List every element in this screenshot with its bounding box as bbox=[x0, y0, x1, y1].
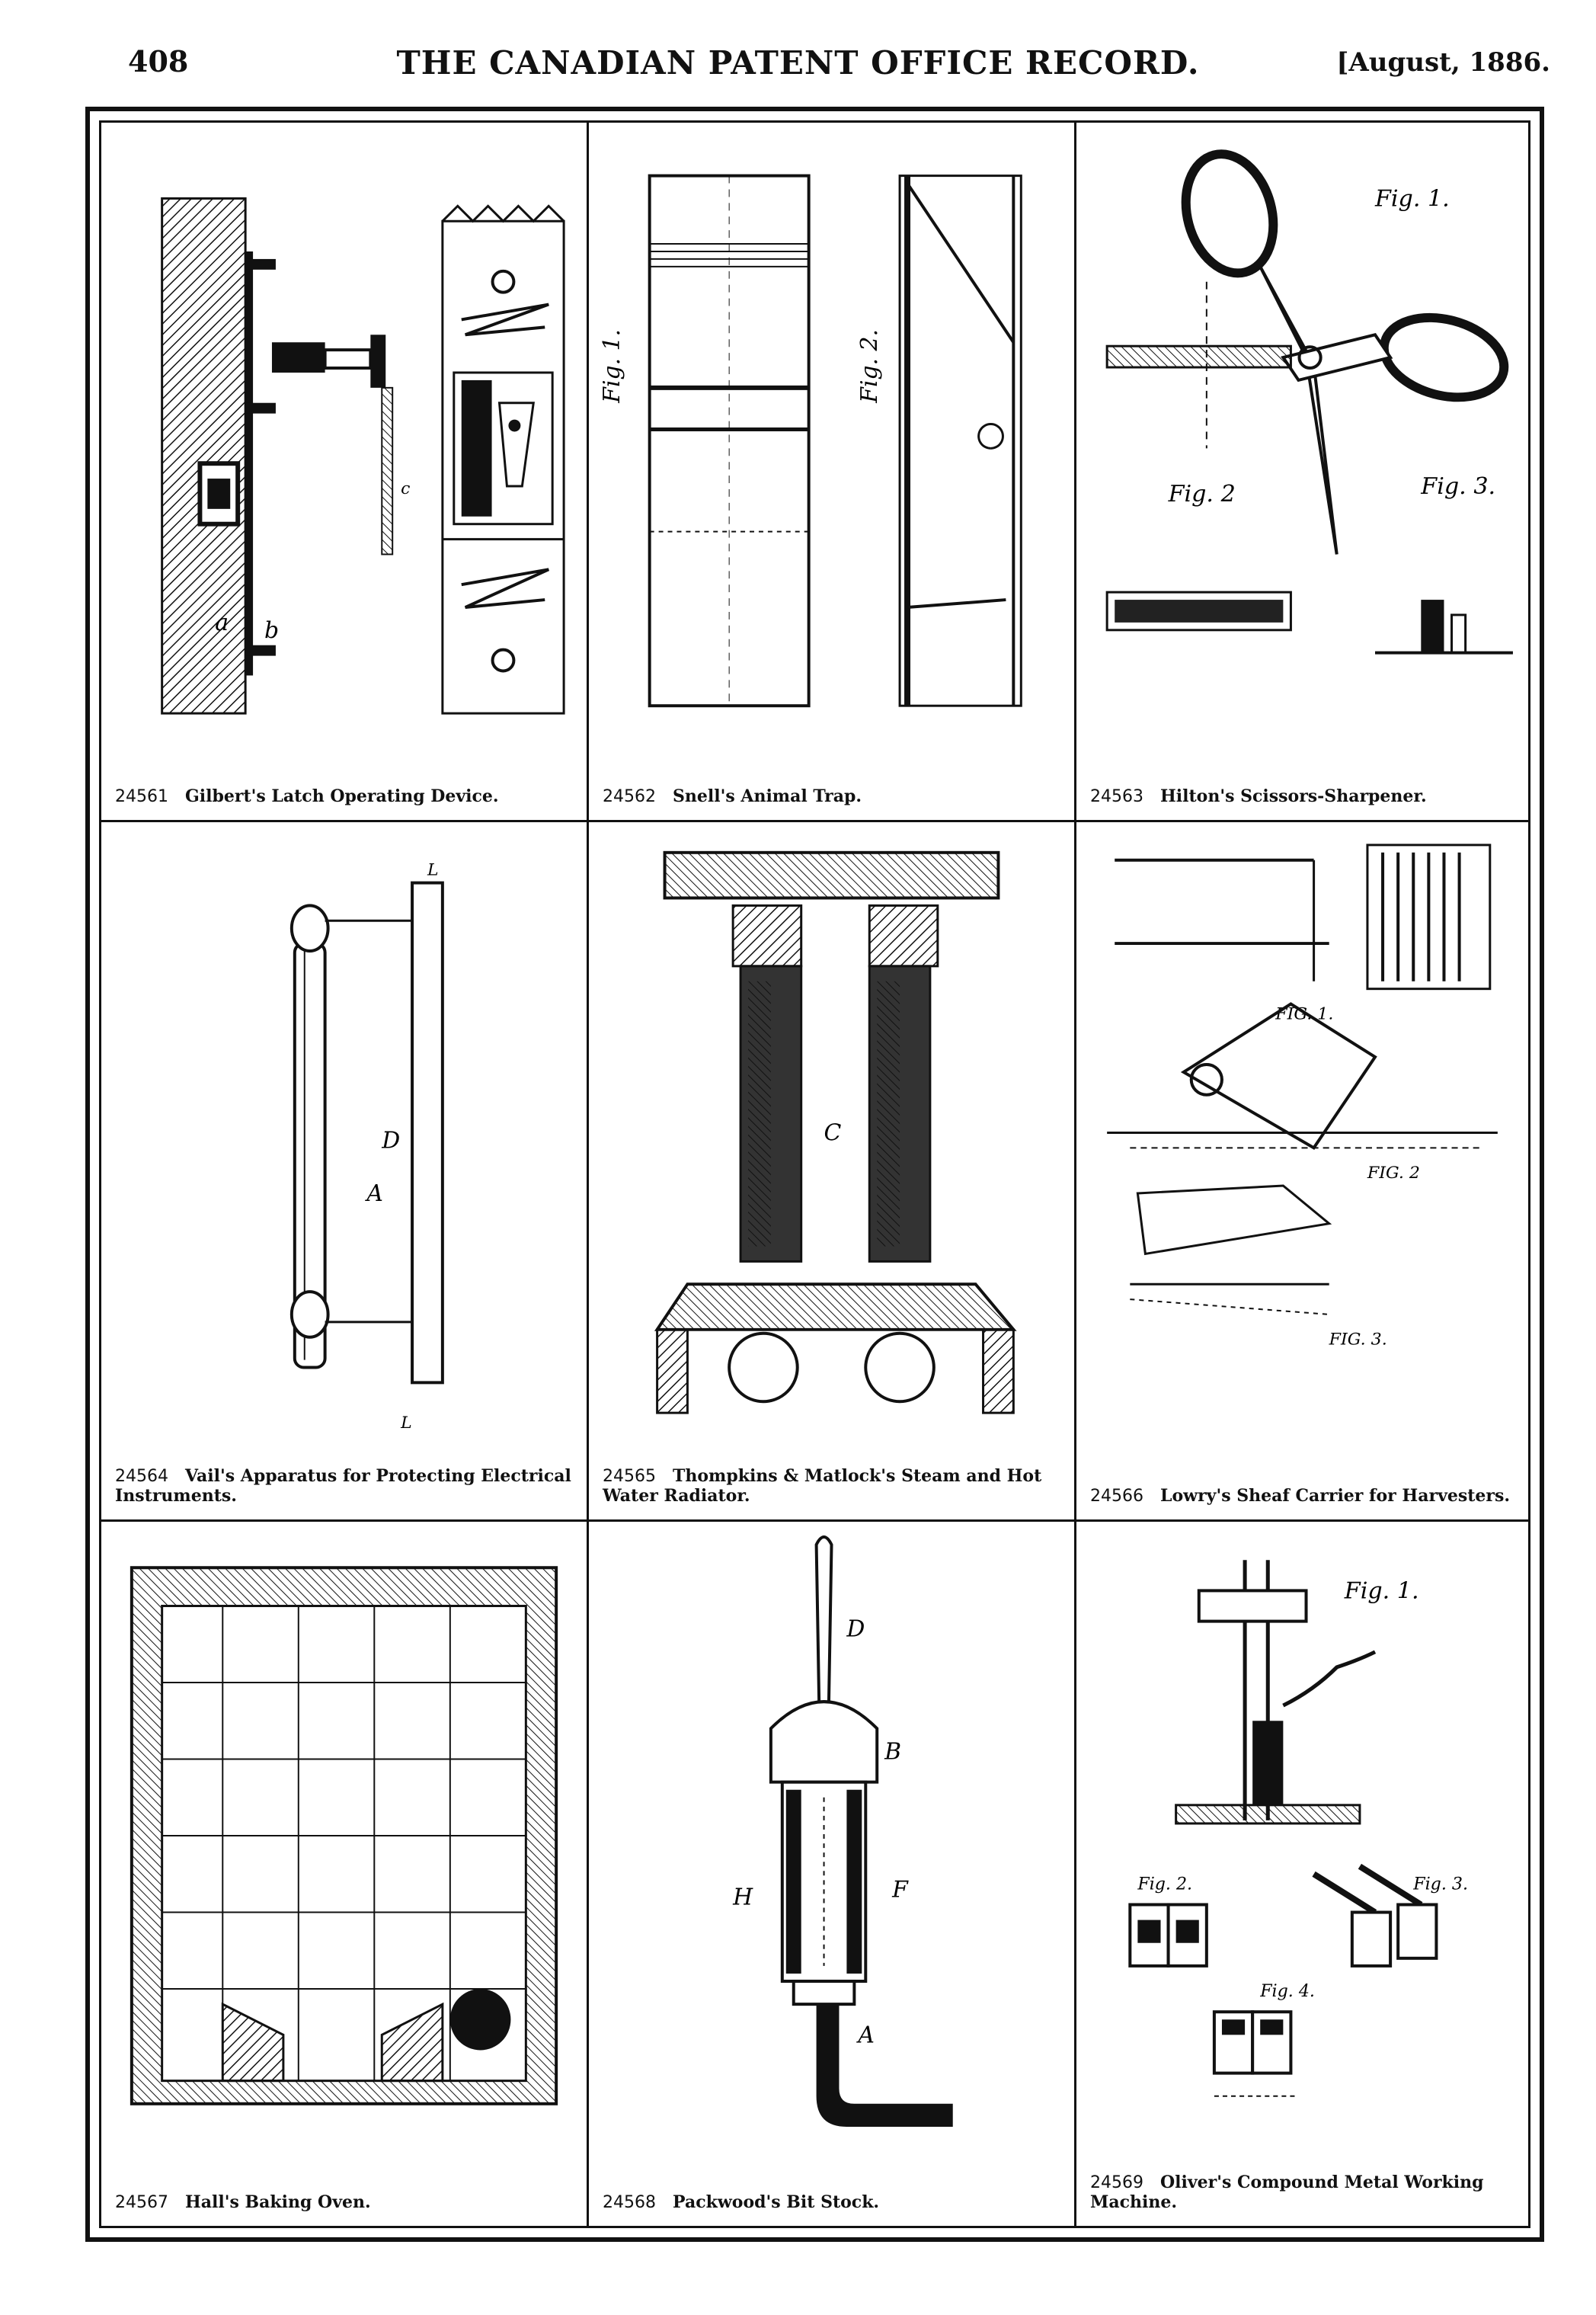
vail-drawing: D A L L bbox=[109, 830, 579, 1433]
trap-drawing: Fig. 1. Fig. 2. bbox=[597, 130, 1067, 728]
patent-cell-24568: D B F H A 24568 Packwood's Bit Stock. bbox=[589, 1522, 1076, 2226]
page-header: 408 THE CANADIAN PATENT OFFICE RECORD. [… bbox=[0, 0, 1596, 107]
oliver-fig4-label: Fig. 4. bbox=[1259, 1981, 1315, 2001]
oliver-fig1-label: Fig. 1. bbox=[1344, 1577, 1419, 1604]
svg-text:B: B bbox=[884, 1738, 901, 1765]
trap-fig2-label: Fig. 2. bbox=[856, 329, 883, 404]
page-title: THE CANADIAN PATENT OFFICE RECORD. bbox=[396, 44, 1200, 82]
trap-fig1-label: Fig. 1. bbox=[599, 329, 625, 404]
svg-text:D: D bbox=[381, 1127, 400, 1154]
svg-text:C: C bbox=[824, 1119, 842, 1146]
oliver-fig2-label: Fig. 2. bbox=[1137, 1874, 1192, 1894]
svg-text:F: F bbox=[891, 1876, 909, 1903]
svg-text:L: L bbox=[400, 1414, 412, 1428]
patent-grid: a b c 24561 Gilbert's Latch Operating Dev… bbox=[99, 120, 1530, 2228]
patent-title: Lowry's Sheaf Carrier for Harvesters. bbox=[1160, 1485, 1511, 1506]
patent-number: 24564 bbox=[115, 1467, 168, 1487]
patent-caption: 24567 Hall's Baking Oven. bbox=[115, 2192, 573, 2212]
patent-caption: 24563 Hilton's Scissors-Sharpener. bbox=[1090, 786, 1514, 806]
patent-number: 24562 bbox=[603, 786, 656, 806]
harvester-fig3-label: FIG. 3. bbox=[1329, 1330, 1387, 1350]
outer-border bbox=[85, 107, 1544, 2242]
scissors-fig1-label: Fig. 1. bbox=[1374, 186, 1450, 213]
patent-number: 24565 bbox=[603, 1467, 656, 1487]
oliver-drawing: Fig. 1. Fig. 2. Fig. 3. Fig. 4. bbox=[1084, 1529, 1521, 2134]
bitstock-drawing: D B F H A bbox=[597, 1529, 1067, 2134]
patent-title: Hall's Baking Oven. bbox=[185, 2192, 371, 2212]
oven-drawing bbox=[109, 1529, 579, 2134]
patent-number: 24567 bbox=[115, 2192, 168, 2212]
patent-caption: 24562 Snell's Animal Trap. bbox=[603, 786, 1060, 806]
svg-text:L: L bbox=[427, 861, 439, 880]
scissors-drawing: Fig. 1. Fig. 2 Fig. 3. bbox=[1084, 130, 1521, 728]
patent-cell-24567: 24567 Hall's Baking Oven. bbox=[101, 1522, 589, 2226]
svg-text:H: H bbox=[732, 1884, 753, 1910]
svg-text:a: a bbox=[215, 610, 229, 636]
patent-cell-24563: Fig. 1. Fig. 2 Fig. 3. 24563 Hilton's Sci… bbox=[1076, 123, 1528, 822]
patent-title: Oliver's Compound Metal Working Machine. bbox=[1090, 2173, 1484, 2212]
patent-cell-24566: FIG. 1. FIG. 2 FIG. 3. 24566 Lowry's Shea… bbox=[1076, 822, 1528, 1522]
page-number: 408 bbox=[128, 44, 189, 78]
patent-title: Snell's Animal Trap. bbox=[673, 786, 862, 806]
harvester-fig2-label: FIG. 2 bbox=[1367, 1164, 1420, 1183]
patent-caption: 24566 Lowry's Sheaf Carrier for Harvester… bbox=[1090, 1485, 1514, 1506]
radiator-drawing: C bbox=[597, 830, 1067, 1428]
patent-title: Hilton's Scissors-Sharpener. bbox=[1160, 786, 1427, 806]
svg-text:b: b bbox=[264, 617, 279, 644]
patent-cell-24561: a b c 24561 Gilbert's Latch Operating Dev… bbox=[101, 123, 589, 822]
svg-text:c: c bbox=[401, 479, 410, 498]
patent-title: Thompkins & Matlock's Steam and Hot Wate… bbox=[603, 1466, 1042, 1506]
latch-drawing: a b c bbox=[109, 130, 579, 728]
scissors-fig2-label: Fig. 2 bbox=[1168, 481, 1236, 508]
svg-text:A: A bbox=[364, 1180, 383, 1207]
patent-number: 24563 bbox=[1090, 786, 1143, 806]
patent-title: Gilbert's Latch Operating Device. bbox=[185, 786, 499, 806]
patent-number: 24561 bbox=[115, 786, 168, 806]
patent-number: 24568 bbox=[603, 2192, 656, 2212]
svg-text:D: D bbox=[846, 1616, 865, 1643]
svg-text:A: A bbox=[856, 2022, 875, 2048]
patent-title: Vail's Apparatus for Protecting Electric… bbox=[115, 1466, 571, 1506]
patent-caption: 24561 Gilbert's Latch Operating Device. bbox=[115, 786, 573, 806]
issue-date: [August, 1886. bbox=[1336, 47, 1550, 78]
patent-cell-24562: Fig. 1. Fig. 2. 24562 Snell's Animal Trap… bbox=[589, 123, 1076, 822]
oliver-fig3-label: Fig. 3. bbox=[1412, 1874, 1468, 1894]
patent-cell-24569: Fig. 1. Fig. 2. Fig. 3. Fig. 4. 2456 bbox=[1076, 1522, 1528, 2226]
harvester-drawing: FIG. 1. FIG. 2 FIG. 3. bbox=[1084, 830, 1521, 1428]
scissors-fig3-label: Fig. 3. bbox=[1420, 473, 1495, 500]
patent-caption: 24568 Packwood's Bit Stock. bbox=[603, 2192, 1060, 2212]
patent-number: 24566 bbox=[1090, 1486, 1143, 1506]
patent-number: 24569 bbox=[1090, 2173, 1143, 2193]
patent-title: Packwood's Bit Stock. bbox=[673, 2192, 880, 2212]
